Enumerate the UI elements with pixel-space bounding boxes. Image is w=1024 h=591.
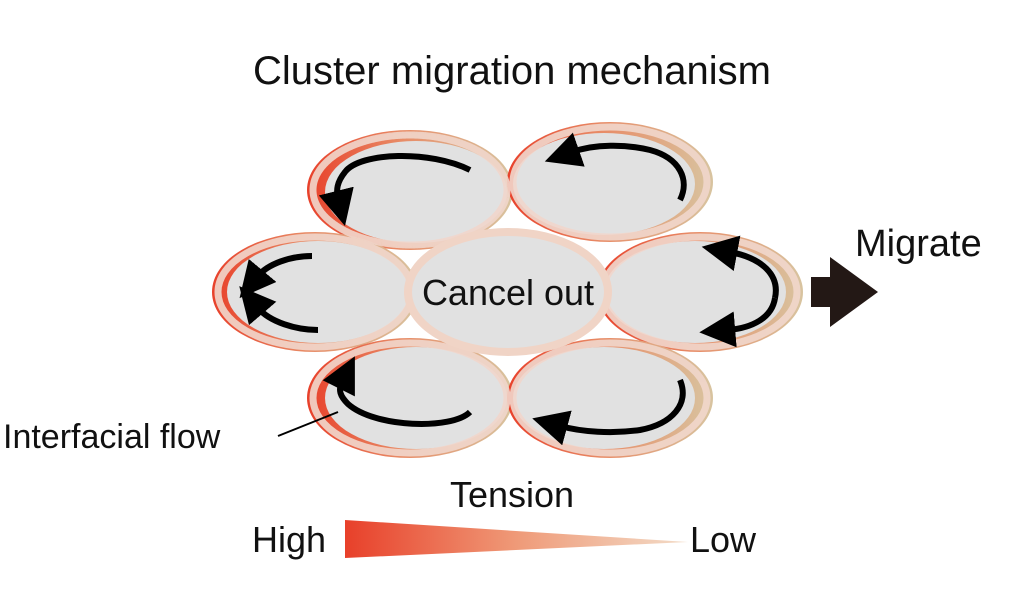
center-label: Cancel out — [422, 272, 594, 313]
flow-arrow-bottom-right — [532, 378, 686, 446]
cell-right-interior — [604, 241, 786, 343]
migrate-label: Migrate — [855, 223, 982, 265]
tension-gradient-wedge — [345, 520, 688, 558]
cell-cluster — [212, 122, 803, 458]
interfacial-flow-label: Interfacial flow — [3, 418, 221, 456]
flow-arrow-left-lower — [239, 286, 319, 333]
flow-arrow-right-lower — [699, 297, 778, 348]
cell-bottom-left-interior — [325, 347, 507, 449]
flow-arrow-bottom-left — [322, 356, 473, 427]
interfacial-flow-leader — [277, 411, 339, 437]
flow-arrow-top-left — [318, 153, 472, 226]
diagram-title: Cluster migration mechanism — [253, 49, 771, 93]
flow-arrow-top-right — [544, 132, 687, 202]
flow-arrow-right — [701, 235, 779, 299]
cell-center — [404, 228, 612, 356]
tension-label: Tension — [450, 474, 574, 515]
tension-high-label: High — [252, 519, 326, 560]
tension-low-label: Low — [690, 519, 757, 560]
flow-arrow-left — [239, 253, 313, 299]
migrate-arrow — [811, 257, 878, 327]
